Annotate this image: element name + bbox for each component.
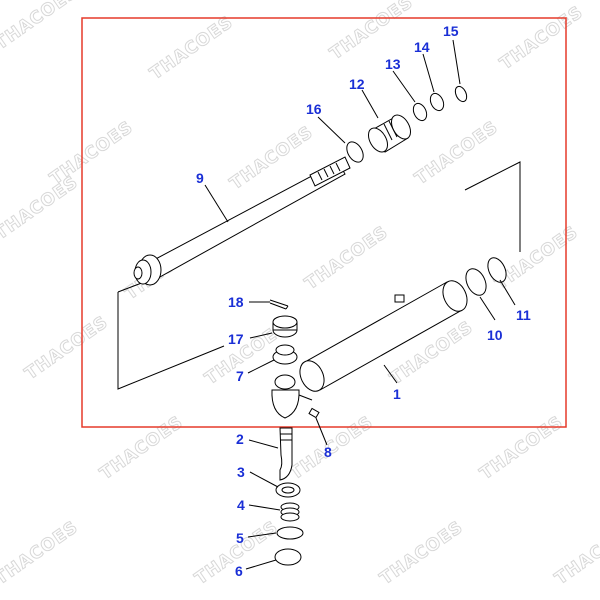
highlight-frame	[81, 17, 567, 428]
callout-5: 5	[236, 530, 244, 546]
snap-ring-15	[454, 85, 468, 103]
watermark-text: THACOES	[0, 172, 82, 244]
callout-13: 13	[385, 56, 401, 72]
watermark-text: THACOES	[0, 517, 82, 589]
piston-rod	[133, 156, 351, 286]
watermark-text: THACOES	[326, 0, 417, 64]
leader-lines	[204, 39, 516, 570]
watermark-text: THACOES	[491, 222, 582, 294]
ring-10	[465, 268, 487, 296]
callout-6: 6	[235, 563, 243, 579]
castle-nut-17	[272, 315, 298, 338]
grease-fitting-8	[308, 407, 320, 419]
callout-18: 18	[228, 294, 244, 310]
gland-12	[368, 114, 411, 153]
watermark-text: THACOES	[21, 312, 112, 384]
callout-1: 1	[393, 386, 401, 402]
spring-4	[280, 502, 300, 522]
watermark-text: THACOES	[46, 117, 137, 189]
callout-7: 7	[236, 368, 244, 384]
watermark-text: THACOES	[146, 12, 237, 84]
callout-16: 16	[306, 101, 322, 117]
ring-5	[276, 526, 304, 540]
callout-3: 3	[237, 464, 245, 480]
ring-13	[412, 102, 428, 122]
ring-11	[487, 257, 507, 283]
watermark-text: THACOES	[476, 412, 567, 484]
watermark-text: THACOES	[96, 412, 187, 484]
stud-2	[279, 427, 293, 481]
watermark-text: THACOES	[551, 517, 600, 589]
callout-9: 9	[196, 170, 204, 186]
callout-17: 17	[228, 331, 244, 347]
o-ring-16	[346, 141, 364, 163]
callout-11: 11	[516, 307, 531, 323]
watermark-text: THACOES	[496, 2, 587, 74]
watermark-text: THACOES	[376, 517, 467, 589]
callout-14: 14	[414, 39, 430, 55]
watermark-text: THACOES	[0, 0, 82, 54]
callout-labels: 1 2 3 4 5 6 7 8 9 10 11 12 13 14 15 16 1…	[196, 23, 531, 579]
ball-joint-housing	[271, 374, 313, 419]
cylinder-tube-1	[299, 280, 468, 392]
callout-12: 12	[349, 76, 365, 92]
callout-8: 8	[324, 444, 332, 460]
seat-3	[275, 482, 301, 498]
callout-10: 10	[487, 327, 503, 343]
snap-ring-6	[274, 548, 302, 566]
watermark-text: THACOES	[301, 222, 392, 294]
callout-2: 2	[236, 431, 244, 447]
ring-14	[429, 92, 445, 112]
cotter-pin-18	[269, 299, 289, 310]
boot-seal-7	[272, 344, 298, 365]
callout-15: 15	[443, 23, 459, 39]
callout-4: 4	[237, 497, 245, 513]
